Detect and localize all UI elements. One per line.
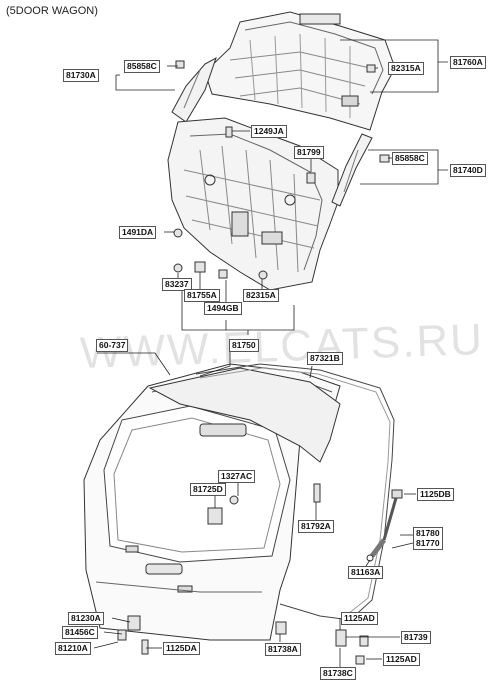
part-label-83237: 83237	[162, 278, 192, 291]
part-label-85858c-right: 85858C	[392, 152, 428, 165]
part-label-81750: 81750	[229, 339, 259, 352]
part-label-81738c: 81738C	[320, 667, 356, 680]
part-label-81210a: 81210A	[55, 642, 91, 655]
upper-fasteners	[173, 60, 390, 280]
diagram-title: (5DOOR WAGON)	[6, 5, 98, 17]
part-label-82315a-bottom: 82315A	[243, 289, 279, 302]
part-label-81760a: 81760A	[450, 56, 486, 69]
inner-trim-panel	[167, 117, 339, 291]
part-label-81770: 81770	[413, 538, 443, 550]
part-label-1249ja: 1249JA	[251, 125, 287, 138]
part-label-81230a: 81230A	[68, 612, 104, 625]
part-label-81799: 81799	[294, 146, 324, 159]
part-label-1125ad-a: 1125AD	[341, 612, 378, 625]
part-label-81725d: 81725D	[190, 483, 226, 496]
right-side-trim	[331, 133, 373, 207]
part-label-81456c: 81456C	[62, 626, 98, 639]
part-label-1327ac: 1327AC	[218, 470, 256, 483]
part-label-1125ad-b: 1125AD	[383, 653, 420, 666]
part-label-81739: 81739	[401, 631, 431, 644]
part-label-87321b: 87321B	[307, 352, 343, 365]
tailgate-panel	[83, 363, 341, 641]
part-label-81792a: 81792A	[298, 520, 334, 533]
part-label-85858c-top: 85858C	[124, 60, 160, 73]
part-label-81163a: 81163A	[348, 566, 384, 579]
part-label-1125da: 1125DA	[163, 642, 200, 655]
part-label-81755a: 81755A	[184, 289, 220, 302]
part-label-1125db: 1125DB	[417, 488, 454, 501]
part-label-81738a: 81738A	[265, 643, 301, 656]
leader-lines	[93, 39, 448, 668]
part-label-60-737: 60-737	[96, 339, 129, 352]
part-label-81730a: 81730A	[63, 69, 99, 82]
part-label-1494gb: 1494GB	[204, 302, 242, 315]
lift-strut	[366, 489, 403, 562]
upper-trim-panel	[204, 11, 396, 131]
lower-fasteners	[117, 483, 369, 665]
part-label-81740d: 81740D	[450, 164, 486, 177]
part-label-82315a-top: 82315A	[388, 62, 424, 75]
part-label-1491da: 1491DA	[119, 226, 157, 239]
